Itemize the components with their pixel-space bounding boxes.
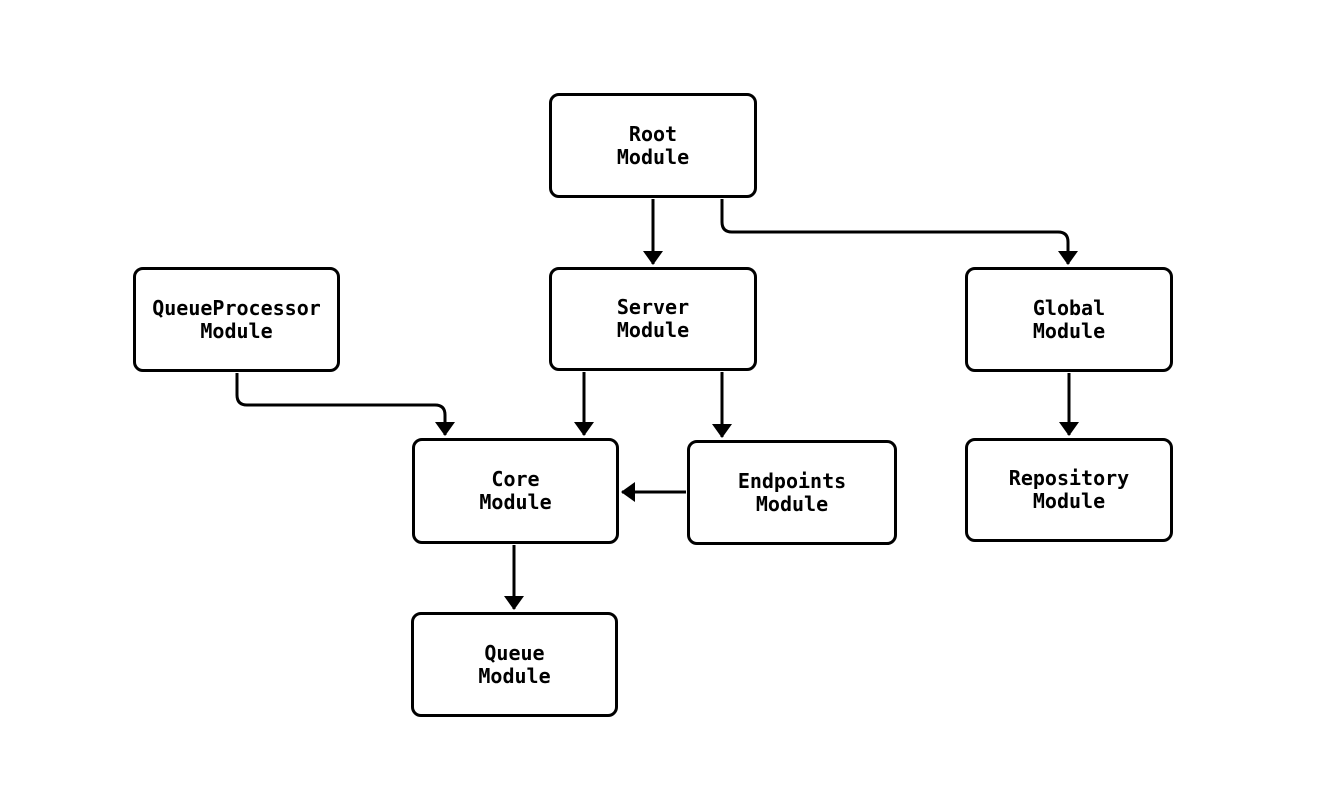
- node-label: QueueProcessor Module: [152, 295, 321, 343]
- edge-root-to-global: [720, 199, 1078, 265]
- node-global-module: Global Module: [965, 267, 1173, 372]
- node-label: Server Module: [616, 295, 690, 342]
- node-label: Core Module: [479, 467, 552, 514]
- node-server-module: Server Module: [549, 267, 757, 371]
- node-root-module: Root Module: [549, 93, 757, 198]
- node-core-module: Core Module: [412, 438, 619, 544]
- node-label: Root Module: [616, 121, 690, 169]
- node-label: Queue Module: [478, 640, 551, 688]
- edge-queueprocessor-to-core: [235, 373, 455, 436]
- node-label: Endpoints Module: [737, 468, 847, 516]
- node-queue-module: Queue Module: [411, 612, 618, 717]
- node-queueprocessor-module: QueueProcessor Module: [133, 267, 340, 372]
- node-endpoints-module: Endpoints Module: [687, 440, 897, 545]
- node-repository-module: Repository Module: [965, 438, 1173, 542]
- node-label: Global Module: [1032, 295, 1106, 343]
- node-label: Repository Module: [1008, 466, 1130, 513]
